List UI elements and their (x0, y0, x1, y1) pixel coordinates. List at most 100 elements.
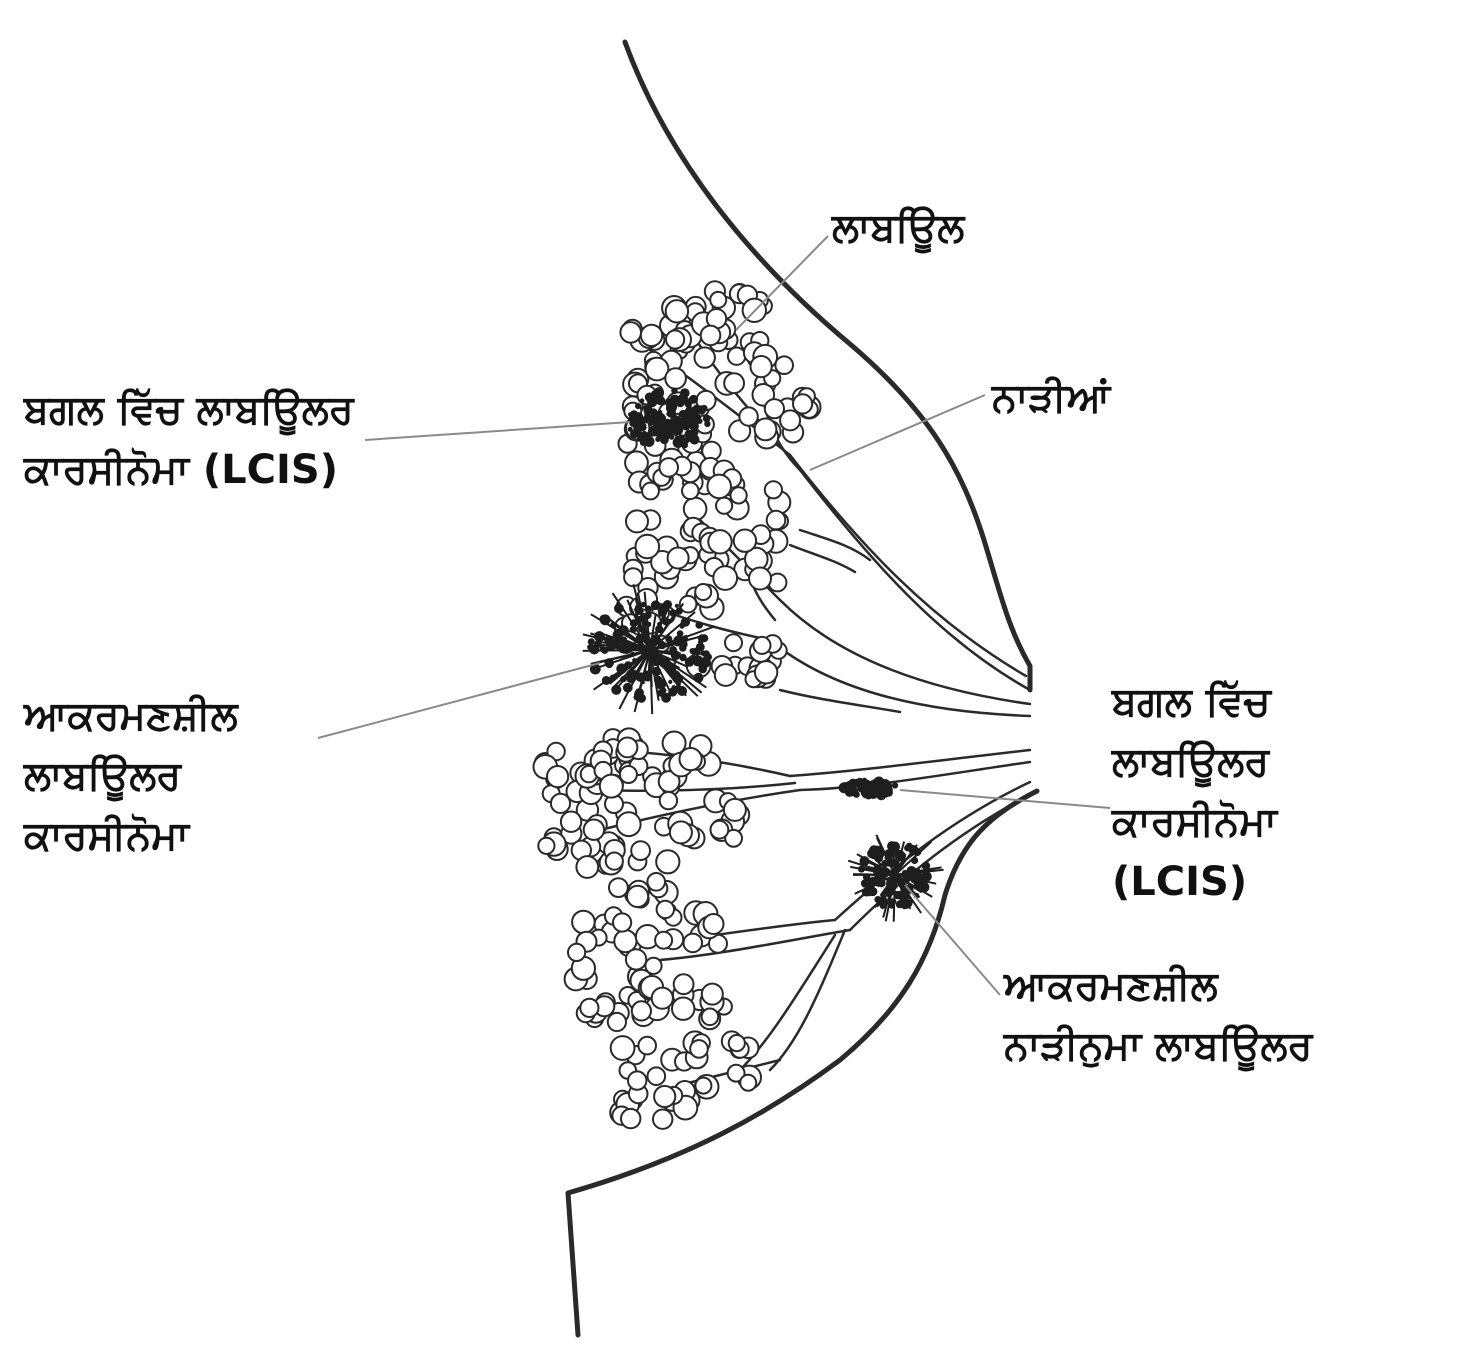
acinus-circle (598, 773, 624, 799)
label-line: ਕਾਰਸੀਨੋਮਾ (LCIS) (24, 447, 338, 493)
acinus-circle (616, 736, 639, 759)
acinus-circle (682, 496, 708, 522)
lcis-lobule-lesion (655, 436, 661, 443)
acinus-circle (672, 973, 695, 996)
invasive-lobular-lesion (660, 602, 670, 612)
invasive-lobular-spicule (609, 649, 651, 685)
duct-path (768, 928, 847, 1072)
invasive-lobular-spicule (643, 591, 651, 651)
invasive-ductolobular-spicule (854, 874, 896, 895)
lcis-lobule-lesion (627, 426, 633, 432)
invasive-lobular-spicule (599, 649, 651, 668)
acinus-circle (630, 840, 651, 861)
lcis-lobule-lesion (644, 392, 655, 402)
acinus-circle (727, 1034, 746, 1053)
acinus-circle (549, 792, 572, 815)
lcis-duct-lesion (880, 786, 889, 794)
leader-line (809, 394, 986, 471)
invasive-ductolobular-spicule (884, 874, 896, 922)
acinus-circle (739, 1073, 758, 1092)
acinus-circle (652, 1108, 674, 1130)
label-ducts: ਨਾੜੀਆਂ (992, 368, 1110, 428)
invasive-lobular-spicule (649, 649, 672, 693)
label-lcis-upper: ਬਗਲ ਵਿੱਚ ਲਾਬਊਿਲਰ ਕਾਰਸੀਨੋਮਾ (LCIS) (24, 380, 354, 500)
acinus-circle (655, 849, 681, 875)
acinus-circle (623, 567, 644, 588)
acinus-circle (715, 496, 734, 515)
acinus-circle (763, 398, 786, 420)
acinus-circle (655, 899, 675, 920)
lcis-lobule-lesion (632, 421, 644, 432)
lcis-lobule-lesion (685, 415, 695, 425)
acinus-circle (664, 299, 690, 324)
acinus-circle (753, 660, 779, 685)
lcis-duct-lesion (864, 791, 873, 800)
duct-path (798, 528, 872, 562)
acinus-circle (609, 1035, 636, 1061)
acinus-circle (707, 529, 733, 555)
invasive-lobular-lesion (665, 635, 673, 643)
acinus-circle (567, 942, 587, 963)
lcis-lobule-lesion (681, 421, 691, 431)
acinus-circle (658, 790, 679, 811)
invasive-lobular-spicule (649, 649, 707, 689)
duct-path (798, 760, 1032, 792)
acinus-circle (650, 986, 674, 1010)
invasive-lobular-spicule (618, 649, 651, 687)
acinus-circle (749, 355, 773, 379)
label-invasive-lobular-carcinoma: ਆਕਰਮਣਸ਼ੀਲ ਲਾਬਊਿਲਰ ਕਾਰਸੀਨੋਮਾ (24, 686, 238, 866)
invasive-ductolobular-spicule (894, 840, 933, 876)
label-lcis-duct: ਬਗਲ ਵਿੱਚ ਲਾਬਊਿਲਰ ਕਾਰਸੀਨੋਮਾ (LCIS) (1112, 672, 1277, 912)
label-line: ਨਾੜੀਨੁਮਾ ਲਾਬਊਿਲਰ (1004, 1023, 1313, 1069)
lcis-lobule-lesion (671, 425, 678, 431)
lcis-lobule-lesion (682, 437, 687, 442)
lcis-duct-lesion (857, 782, 868, 793)
acinus-circle (537, 836, 556, 855)
acinus-circle (726, 1063, 746, 1083)
invasive-ductolobular-spicule (894, 874, 937, 885)
duct-path (848, 789, 1039, 932)
invasive-ductolobular-spicule (894, 855, 906, 876)
acinus-circle (546, 765, 570, 789)
lcis-duct-lesion (871, 784, 876, 789)
acinus-circle (713, 663, 738, 687)
invasive-lobular-lesion (650, 600, 661, 611)
invasive-ductolobular-lesion (860, 879, 870, 888)
acinus-circle (681, 481, 700, 501)
label-invasive-ductolobular: ਆਕਰਮਣਸ਼ੀਲ ਨਾੜੀਨੁਮਾ ਲਾਬਊਿਲਰ (1004, 956, 1312, 1076)
acinus-circle (724, 633, 743, 653)
lcis-lobule-lesion (671, 387, 678, 394)
carcinoma-lesions (582, 387, 944, 922)
acinus-circle (779, 409, 802, 432)
acinus-circle (753, 417, 778, 442)
invasive-lobular-lesion (702, 659, 710, 666)
label-line: ਆਕਰਮਣਸ਼ੀਲ (1004, 963, 1218, 1009)
acinus-circle (671, 996, 696, 1021)
acinus-circle (615, 811, 642, 838)
invasive-lobular-spicule (611, 592, 651, 651)
acinus-circle (665, 329, 686, 350)
duct-path (798, 468, 1032, 692)
label-line: ਲਾਬਊਿਲ (832, 205, 965, 251)
lcis-duct-lesion (840, 782, 850, 792)
invasive-ductolobular-spicule (892, 874, 896, 922)
label-line: ਕਾਰਸੀਨੋਮਾ (1112, 799, 1277, 845)
acinus-circle (646, 872, 667, 892)
acinus-circle (634, 533, 661, 560)
invasive-lobular-lesion (599, 645, 605, 651)
invasive-lobular-lesion (676, 630, 684, 637)
acinus-circle (693, 346, 716, 369)
lcis-lobule-lesion (628, 412, 632, 417)
label-line: ਆਕਰਮਣਸ਼ੀਲ (24, 693, 238, 739)
lcis-lobule-lesion (657, 409, 663, 415)
acinus-circle (709, 819, 730, 840)
lcis-lobule-lesion (659, 414, 667, 422)
invasive-ductolobular-spicule (891, 846, 896, 876)
lcis-lobule-lesion (648, 425, 659, 437)
acinus-circle (571, 909, 596, 935)
acinus-circle (644, 956, 663, 975)
leader-lines (317, 235, 1111, 996)
invasive-lobular-spicule (608, 618, 651, 651)
acinus-circle (689, 1039, 709, 1059)
